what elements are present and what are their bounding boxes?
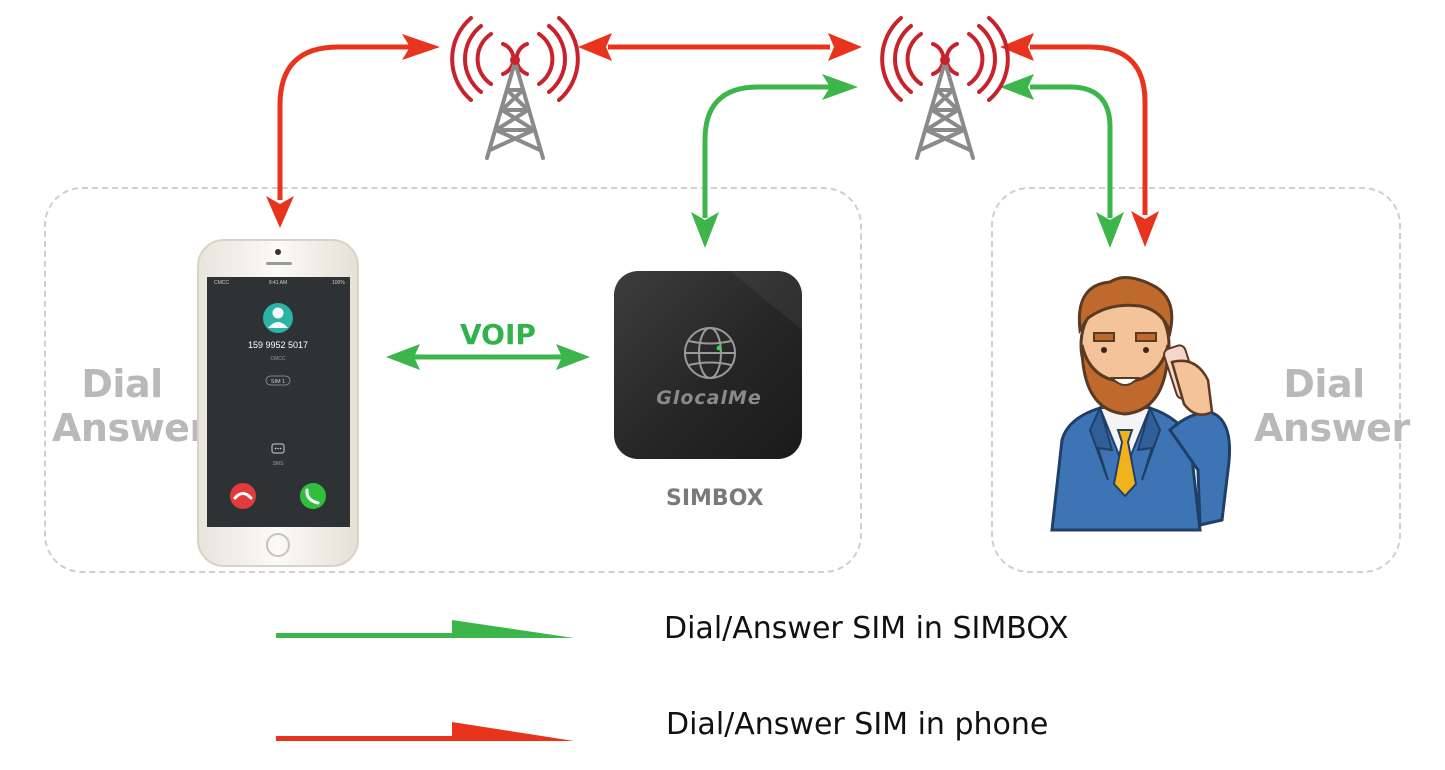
contact-avatar-icon [263,303,293,333]
phone-caller-number: 159 9952 5017 [248,340,308,350]
globe-logo-icon [684,327,736,379]
accept-call-icon [300,483,326,509]
phone-sms-label: SMS [273,461,285,467]
red-arrowhead-phone [266,196,294,228]
right-group-box [991,187,1401,573]
red-arrowhead-person [1131,211,1159,247]
left-dial-answer-label: Dial Answer [52,362,208,450]
phone-sim-badge: SIM 1 [271,379,285,385]
decline-call-icon [230,483,256,509]
green-arrowhead-simbox [691,212,719,248]
phone-network: CMCC [271,356,286,362]
green-path-tower2-to-person [1030,84,1113,218]
right-label-line1: Dial [1283,362,1365,406]
left-group-box [44,187,862,573]
red-arrowhead-tower2 [1000,33,1034,61]
green-arrowhead-person [1096,212,1124,248]
phone-battery: 100% [332,280,345,286]
voip-arrow [386,344,590,370]
phone-carrier: CMCC [214,280,229,286]
red-arrowhead-tower1 [402,34,440,60]
green-arrowhead-tower2-b [1000,74,1034,100]
red-path-phone-to-tower1 [277,44,410,200]
red-arrowhead-left [578,33,612,61]
simbox-brand: GlocalMe [656,387,762,409]
legend-red-text: Dial/Answer SIM in phone [666,707,1049,742]
right-label-line2: Answer [1254,406,1410,450]
cell-tower-icon [880,16,1010,160]
phone-time: 9:41 AM [269,280,287,286]
simbox-device: GlocalMe [614,271,802,459]
left-label-line2: Answer [52,406,208,450]
red-path-tower2-to-person [1030,44,1148,215]
left-label-line1: Dial [81,362,163,406]
green-arrowhead-tower2 [822,74,858,100]
voip-label: VOIP [460,318,536,351]
businessman-on-phone [1050,276,1232,532]
sms-icon [271,443,285,454]
red-arrowhead-right [828,33,862,61]
legend-green-text: Dial/Answer SIM in SIMBOX [664,611,1069,646]
smartphone: CMCC 9:41 AM 100% 159 9952 5017 CMCC SIM… [197,239,359,567]
green-path-simbox-to-tower2 [702,84,830,218]
legend-green-arrow [276,620,574,638]
cell-tower-icon [450,16,580,160]
simbox-caption: SIMBOX [666,486,764,511]
right-dial-answer-label: Dial Answer [1254,362,1410,450]
legend-red-arrow [276,722,574,741]
